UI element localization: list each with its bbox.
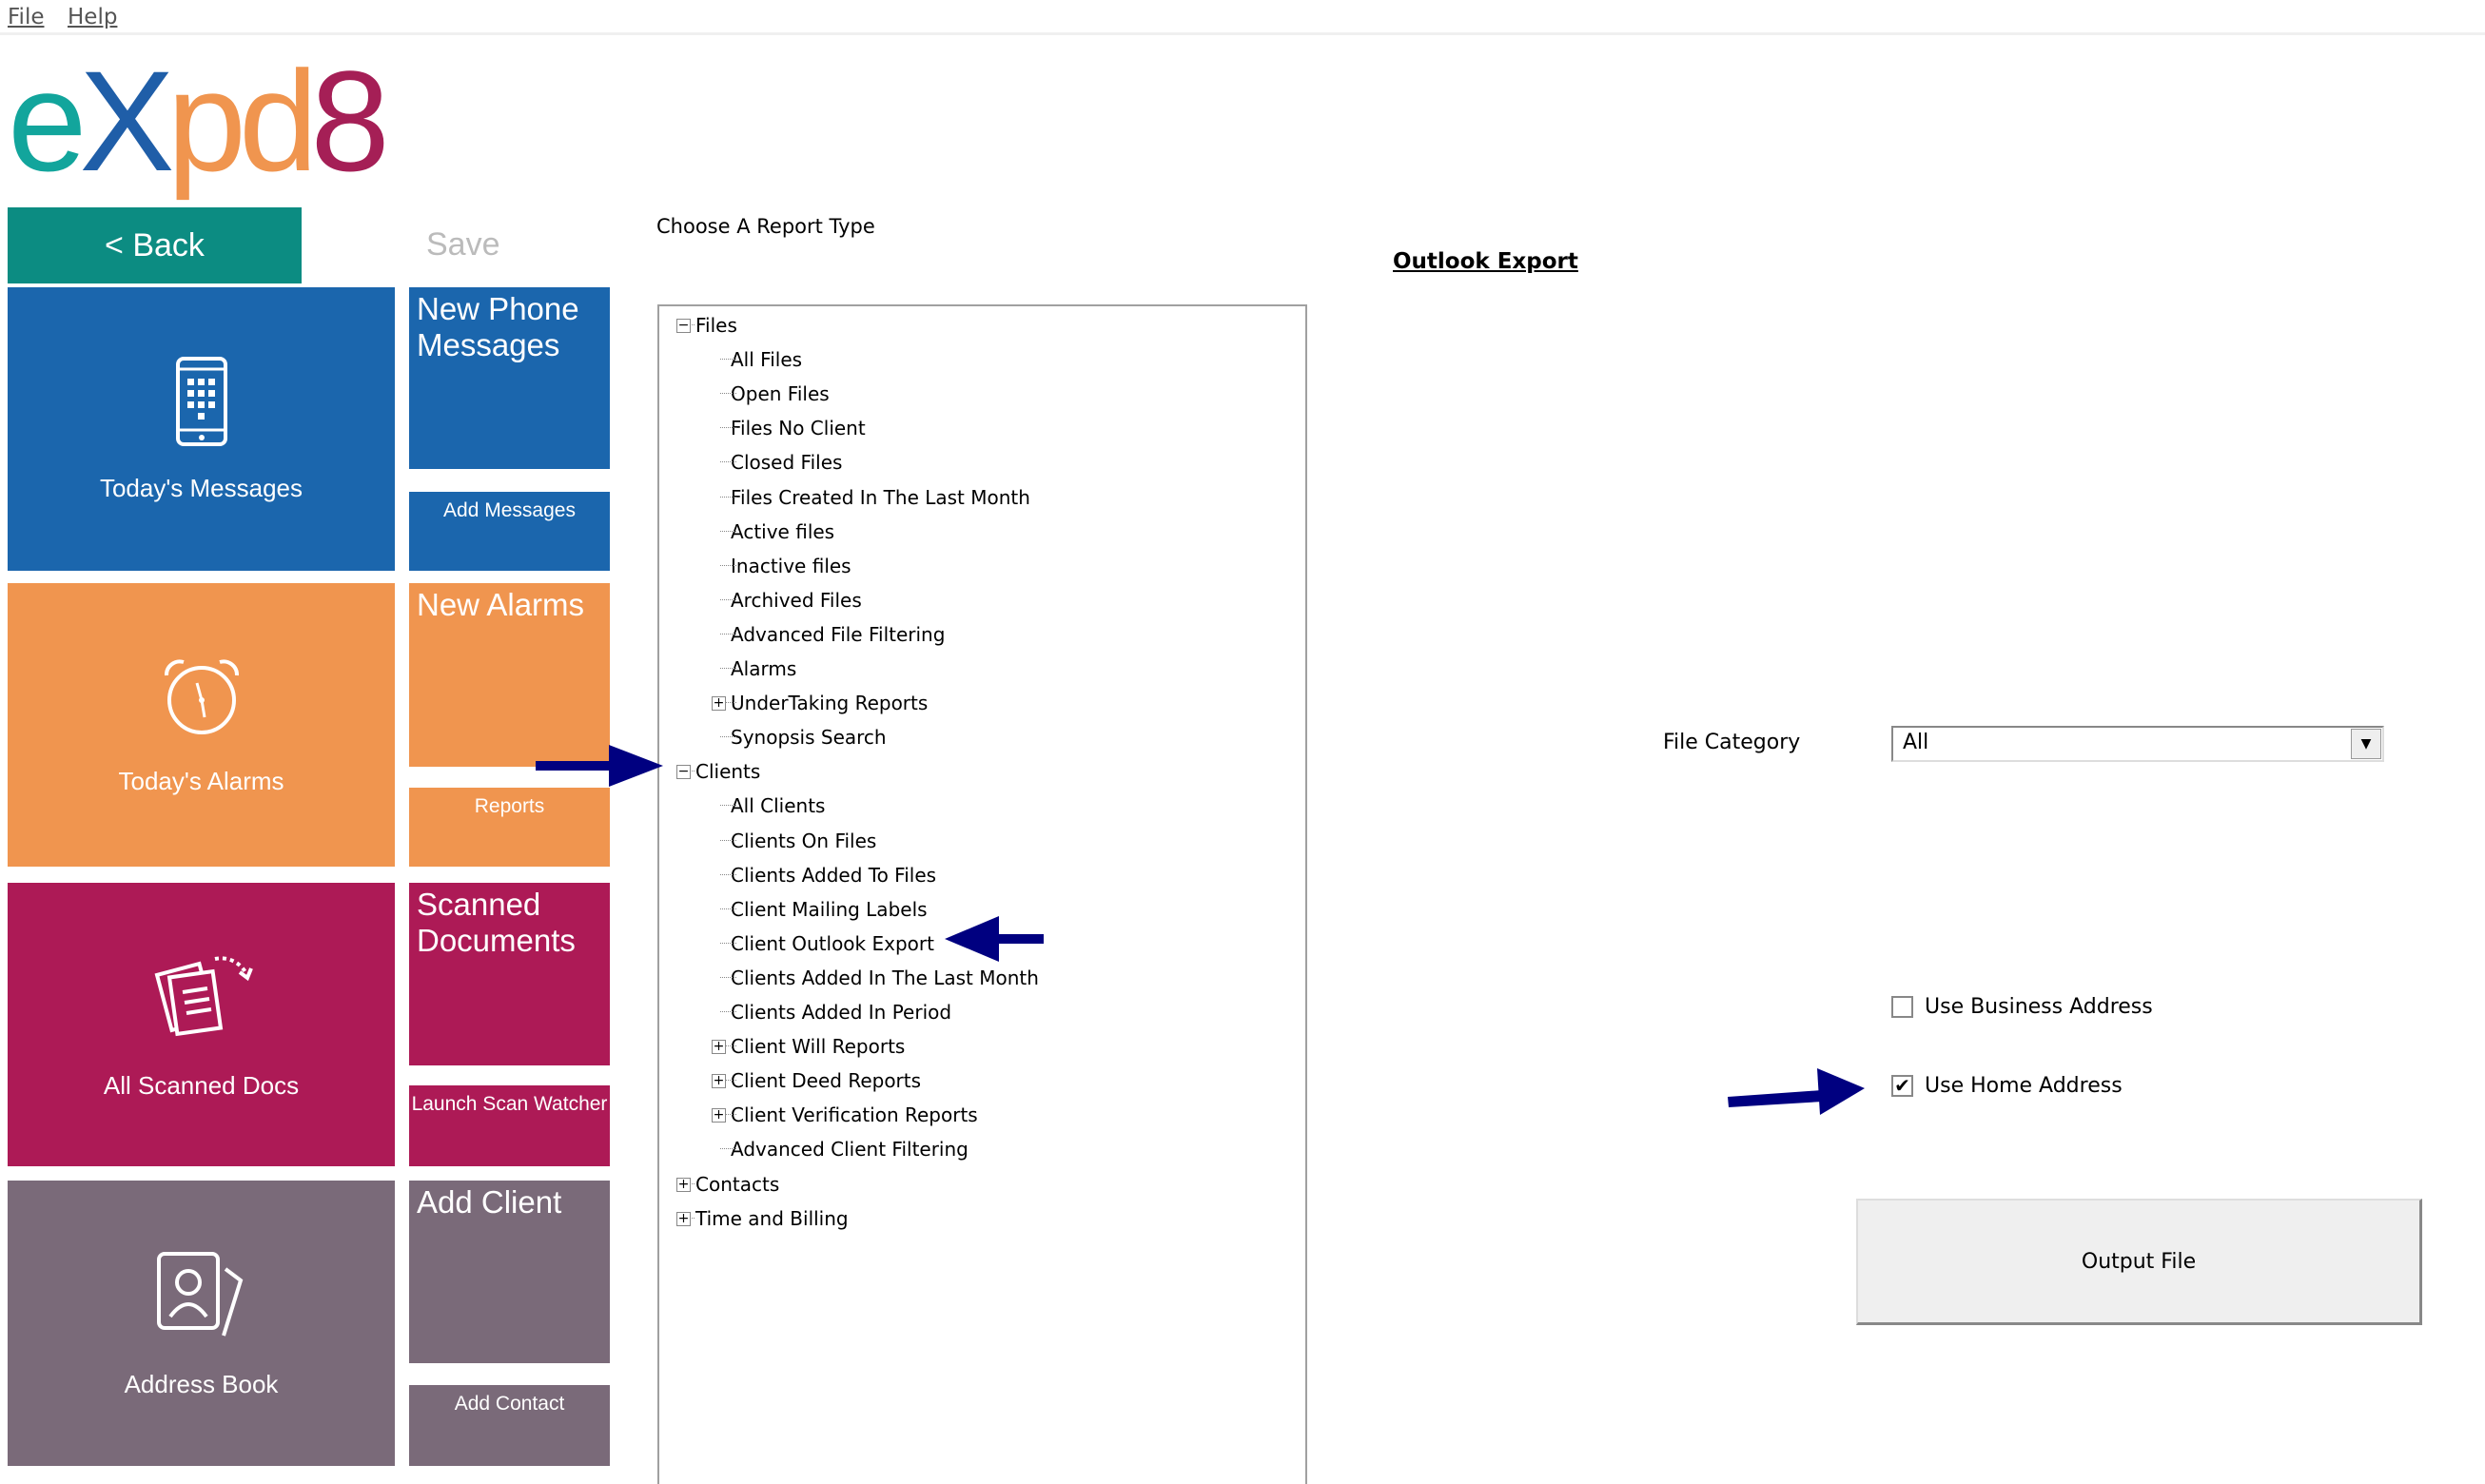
tile-label: All Scanned Docs [103,1070,300,1100]
menu-bar: File Help [0,0,2485,35]
file-category-select[interactable]: All ▼ [1891,726,2384,762]
tree-connector [720,617,736,635]
alarm-clock-icon [164,658,239,734]
tree-connector [720,1064,736,1082]
tree-connector [720,927,736,944]
add-client-tile[interactable]: Add Client [409,1181,610,1363]
tree-connector [720,789,736,807]
tree-connector [720,515,736,532]
tree-node[interactable]: Advanced Client Filtering [731,1138,969,1162]
tree-node[interactable]: Client Mailing Labels [731,897,928,921]
use-business-address-option[interactable]: Use Business Address [1891,995,2153,1019]
use-home-address-label: Use Home Address [1925,1074,2123,1098]
tree-connector [720,892,736,909]
tree-node[interactable]: Clients On Files [731,829,877,852]
address-book-icon [156,1251,243,1337]
tree-connector [720,1132,736,1150]
tree-node[interactable]: Open Files [731,382,830,406]
tile-label: Today's Messages [99,473,303,502]
tree-node[interactable]: Time and Billing [695,1206,849,1230]
tree-connector [720,995,736,1012]
tree-node[interactable]: Clients Added In Period [731,1001,952,1024]
back-button[interactable]: < Back [8,207,302,283]
tree-node[interactable]: Alarms [731,657,797,680]
new-alarms-tile[interactable]: New Alarms [409,583,610,767]
arrow-icon [1728,1068,1865,1115]
collapse-icon[interactable]: − [676,764,691,780]
todays-alarms-tile[interactable]: Today's Alarms [8,583,395,867]
tile-label: Today's Alarms [118,766,284,795]
tree-node[interactable]: All Clients [731,794,826,818]
tree-connector [720,686,736,704]
output-file-button[interactable]: Output File [1856,1199,2422,1325]
tree-connector [720,652,736,669]
use-business-address-label: Use Business Address [1925,995,2153,1019]
address-book-tile[interactable]: Address Book [8,1181,395,1466]
tree-connector [720,1029,736,1047]
tree-connector [720,342,736,361]
new-phone-messages-tile[interactable]: New Phone Messages [409,287,610,469]
menu-help[interactable]: Help [68,5,118,29]
tree-node[interactable]: Client Will Reports [731,1035,906,1059]
tree-connector [720,858,736,875]
tree-node[interactable]: Active files [731,519,835,543]
tree-connector [720,549,736,566]
use-business-address-checkbox[interactable] [1891,996,1913,1018]
file-category-value: All [1903,731,1929,754]
collapse-icon[interactable]: − [676,318,691,333]
tree-node[interactable]: Closed Files [731,451,843,475]
tree-connector [720,720,736,738]
tree-node[interactable]: Archived Files [731,588,862,612]
scanned-document-icon [154,955,253,1036]
expand-icon[interactable]: + [712,1039,726,1055]
tree-connector [720,480,736,498]
expand-icon[interactable]: + [676,1176,691,1192]
all-scanned-docs-tile[interactable]: All Scanned Docs [8,883,395,1166]
tree-node[interactable]: Synopsis Search [731,726,887,750]
tree-node[interactable]: Clients Added In The Last Month [731,966,1039,989]
reports-button[interactable]: Reports [409,788,610,867]
phone-icon [175,356,227,446]
scanned-documents-tile[interactable]: Scanned Documents [409,883,610,1065]
expand-icon[interactable]: + [676,1210,691,1226]
add-contact-button[interactable]: Add Contact [409,1385,610,1466]
tree-connector [720,961,736,978]
tree-node[interactable]: Advanced File Filtering [731,622,946,646]
tree-connector [720,445,736,463]
tree-node[interactable]: Clients Added To Files [731,863,937,887]
launch-scan-watcher-button[interactable]: Launch Scan Watcher [409,1085,610,1166]
tree-connector [720,824,736,841]
chevron-down-icon[interactable]: ▼ [2351,729,2381,759]
tree-node[interactable]: Files No Client [731,417,866,440]
tree-node[interactable]: Client Deed Reports [731,1069,922,1093]
report-type-heading: Choose A Report Type [656,215,875,238]
tree-node[interactable]: Files [695,314,737,337]
expand-icon[interactable]: + [712,695,726,712]
tree-node[interactable]: Contacts [695,1172,780,1196]
outlook-export-title: Outlook Export [1393,249,1578,274]
tree-connector [720,411,736,429]
menu-file[interactable]: File [8,5,45,29]
use-home-address-option[interactable]: ✔ Use Home Address [1891,1074,2123,1098]
tree-node[interactable]: Files Created In The Last Month [731,485,1030,509]
expd8-logo: eXpd8 [8,41,390,201]
tree-connector [720,1098,736,1116]
tree-node[interactable]: All Files [731,348,803,372]
tree-connector [720,583,736,600]
expand-icon[interactable]: + [712,1107,726,1123]
expand-icon[interactable]: + [712,1073,726,1089]
add-messages-button[interactable]: Add Messages [409,492,610,571]
tile-label: Address Book [124,1369,279,1398]
tree-connector [720,377,736,395]
todays-messages-tile[interactable]: Today's Messages [8,287,395,571]
tree-node[interactable]: Client Outlook Export [731,931,934,955]
use-home-address-checkbox[interactable]: ✔ [1891,1075,1913,1097]
save-button[interactable]: Save [426,226,500,263]
tree-node[interactable]: UnderTaking Reports [731,692,929,715]
tree-node[interactable]: Inactive files [731,554,851,577]
file-category-label: File Category [1663,731,1801,754]
tree-node[interactable]: Clients [695,760,761,784]
tree-node[interactable]: Client Verification Reports [731,1103,978,1127]
